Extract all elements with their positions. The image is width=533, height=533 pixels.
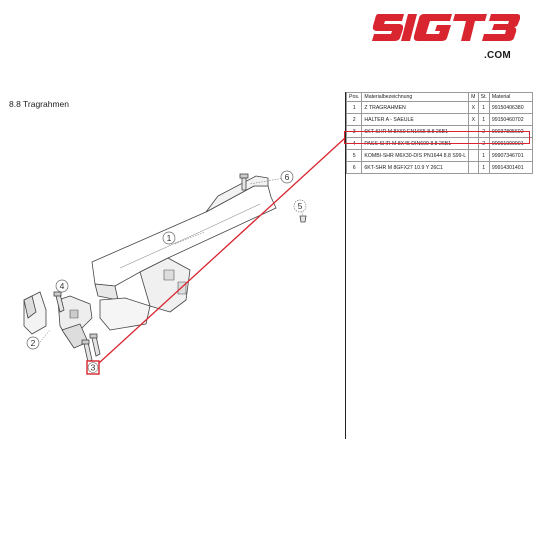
svg-text:5: 5 <box>298 201 303 211</box>
callout-5[interactable]: 5 <box>293 199 307 213</box>
frame-drawing <box>57 175 277 349</box>
bolts-drawing <box>53 173 307 363</box>
bracket-drawing <box>23 291 47 335</box>
callout-3[interactable]: 3 <box>86 360 100 375</box>
row-quantity: 1 <box>477 113 490 126</box>
brand-domain: .COM <box>484 50 511 61</box>
svg-text:6: 6 <box>285 172 290 182</box>
callout-4[interactable]: 4 <box>55 279 69 293</box>
row-material[interactable]: 99914301401 <box>488 161 533 174</box>
divider <box>345 92 346 439</box>
callout-6[interactable]: 6 <box>280 170 294 184</box>
row-highlight-box <box>344 131 530 144</box>
callout-1[interactable]: 1 <box>162 231 176 245</box>
brand-logo[interactable]: .COM <box>372 12 522 61</box>
row-pos: 1 <box>345 101 363 114</box>
table-row[interactable]: 2 HALTER A - SAEULE X 1 99150460702 <box>345 113 533 126</box>
svg-text:1: 1 <box>167 233 172 243</box>
highlight-pointer-line <box>98 137 346 364</box>
row-description: 6KT-SHR M 8GFX27 10.9 Y 26C1 <box>361 161 470 174</box>
row-m <box>468 161 479 174</box>
row-pos: 6 <box>345 161 363 174</box>
svg-text:4: 4 <box>60 281 65 291</box>
table-row[interactable]: 5 KOMBI-SHR M6X30-DIS PN1644 8.8 S99-L 1… <box>345 149 533 162</box>
sigt3-logo-mark <box>372 14 520 41</box>
section-title: 8.8 Tragrahmen <box>9 99 70 109</box>
row-quantity: 1 <box>477 161 490 174</box>
svg-text:2: 2 <box>31 338 36 348</box>
table-row[interactable]: 6 6KT-SHR M 8GFX27 10.9 Y 26C1 1 9991430… <box>345 161 533 174</box>
svg-text:3: 3 <box>91 363 96 373</box>
callout-2[interactable]: 2 <box>26 336 40 350</box>
